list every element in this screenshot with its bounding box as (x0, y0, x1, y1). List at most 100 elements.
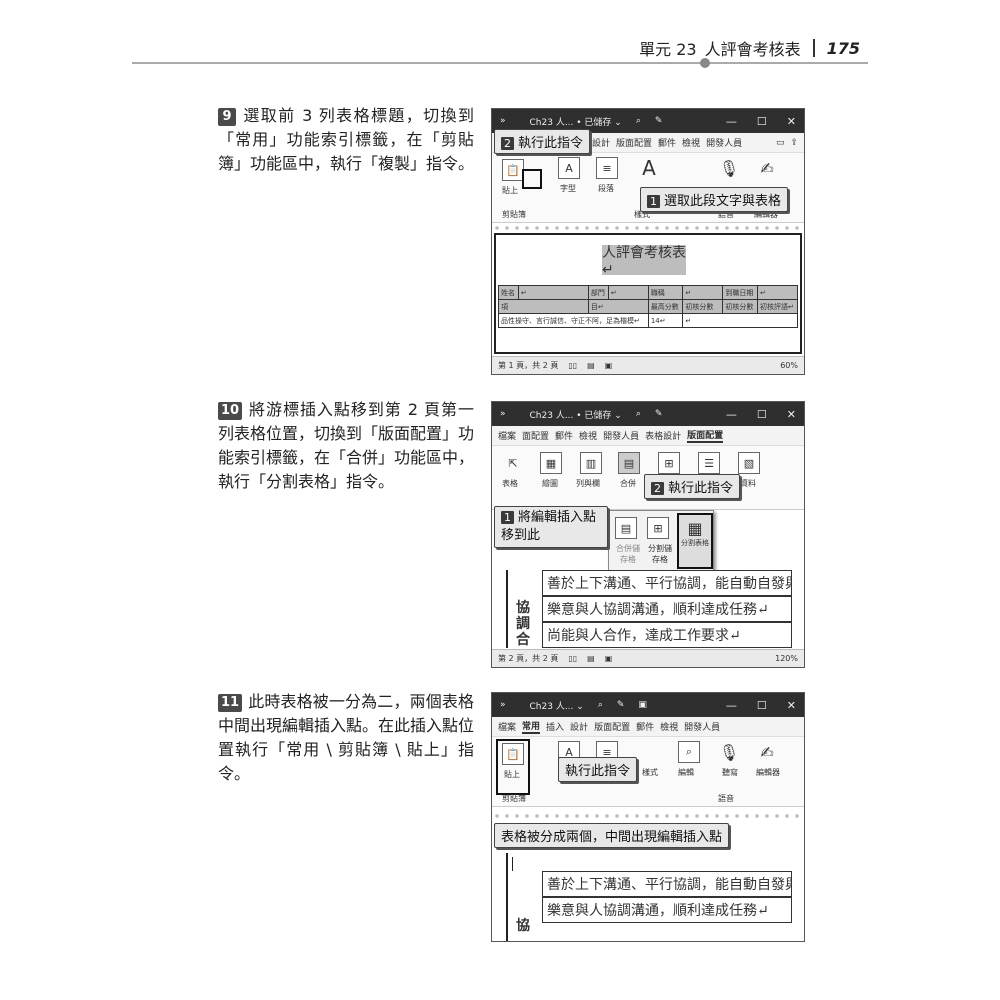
search-icon[interactable]: ⌕ (635, 116, 641, 126)
ribbon-tabs: 檔案 常用 插入 設計 版面配置 郵件 檢視 開發人員 (492, 717, 804, 737)
quick-access-chevron-icon[interactable]: » (500, 700, 506, 710)
step-text: 將游標插入點移到第 2 頁第一列表格位置，切換到「版面配置」功能索引標籤，在「合… (218, 400, 475, 491)
tab-design[interactable]: 設計 (570, 723, 589, 733)
tab-view[interactable]: 檢視 (682, 139, 701, 149)
tab-table-layout[interactable]: 版面配置 (687, 428, 724, 443)
rows-cols-icon[interactable]: ▥ (580, 452, 602, 474)
minimize-icon[interactable]: — (725, 407, 737, 421)
insertion-point (512, 857, 522, 871)
copy-button-highlight[interactable] (522, 169, 542, 189)
tab-mailings[interactable]: 郵件 (555, 432, 574, 442)
tab-insert[interactable]: 插入 (546, 723, 565, 733)
read-mode-icon[interactable]: ▯▯ (568, 654, 578, 663)
maximize-icon[interactable]: ☐ (756, 698, 767, 712)
data-icon[interactable]: ▧ (738, 452, 760, 474)
quick-access-chevron-icon[interactable]: » (500, 116, 506, 126)
split-table-button[interactable]: ▦ 分割表格 (677, 513, 713, 569)
doc-title: 人評會考核表↵ (602, 245, 686, 278)
cell-size-icon[interactable]: ⊞ (658, 452, 680, 474)
paste-icon[interactable]: 📋 (502, 743, 524, 765)
split-cells-label: 分割儲存格 (648, 544, 672, 564)
alignment-icon[interactable]: ☰ (698, 452, 720, 474)
paragraph-icon[interactable]: ≡ (596, 157, 618, 179)
paste-icon[interactable]: 📋 (502, 159, 524, 181)
paste-button-highlight[interactable] (496, 739, 530, 795)
merge-icon[interactable]: ▤ (618, 452, 640, 474)
table-cell: 到職日期 (722, 285, 758, 300)
font-icon[interactable]: A (558, 157, 580, 179)
print-layout-icon[interactable]: ▤ (587, 361, 595, 370)
editor-icon[interactable]: ✍ (760, 742, 774, 762)
merge-label: 合併 (620, 479, 636, 488)
web-layout-icon[interactable]: ▣ (604, 654, 613, 663)
split-cells-icon[interactable]: ⊞ (647, 517, 669, 539)
table-row-1: 善於上下溝通、平行協調，能自動自發與 (542, 871, 792, 897)
callout-number: 1 (647, 195, 660, 208)
pen-icon[interactable]: ✎ (616, 700, 625, 710)
pen-icon[interactable]: ✎ (654, 409, 663, 419)
ribbon-display-icon[interactable]: ▣ (638, 700, 647, 710)
tab-view[interactable]: 檢視 (579, 432, 598, 442)
tab-layout[interactable]: 版面配置 (594, 723, 631, 733)
tab-developer[interactable]: 開發人員 (684, 723, 721, 733)
editor-icon[interactable]: ✍ (760, 158, 774, 178)
search-icon[interactable]: ⌕ (635, 409, 641, 419)
find-icon[interactable]: ⌕ (678, 741, 700, 763)
table-cell: 品性操守、言行誠信、守正不阿，足為楷模↵ (498, 313, 649, 328)
unit-title: 人評會考核表 (704, 40, 801, 59)
zoom-level[interactable]: 120% (775, 654, 798, 663)
tab-design[interactable]: 設計 (592, 139, 611, 149)
table-row-3: 尚能與人合作，達成工作要求↵ (542, 622, 792, 648)
tab-developer[interactable]: 開發人員 (603, 432, 640, 442)
maximize-icon[interactable]: ☐ (756, 114, 767, 128)
clipboard-group-label: 剪貼簿 (502, 794, 526, 803)
tab-view[interactable]: 檢視 (660, 723, 679, 733)
table-row: 姓名 ↵ 部門 ↵ 職稱 ↵ 到職日期 ↵ (498, 285, 798, 300)
table-row: 項 目↵ 最高分數 初核分數 初核分數 初核評語↵ (498, 299, 798, 314)
tab-file[interactable]: 檔案 (498, 723, 517, 733)
paste-label: 貼上 (504, 770, 520, 779)
tab-layout[interactable]: 版面配置 (616, 139, 653, 149)
close-icon[interactable]: ✕ (786, 407, 796, 421)
table-cell: 最高分數 (647, 299, 684, 314)
microphone-icon[interactable]: 🎙 (718, 158, 740, 178)
tab-table-design[interactable]: 表格設計 (645, 432, 682, 442)
comment-icon[interactable]: ▭ (775, 137, 785, 148)
minimize-icon[interactable]: — (725, 114, 737, 128)
search-icon[interactable]: ⌕ (597, 700, 603, 710)
select-icon[interactable]: ⇱ (508, 456, 518, 470)
unit-label: 單元 23 (639, 40, 697, 59)
microphone-icon[interactable]: 🎙 (718, 742, 740, 762)
zoom-level[interactable]: 60% (780, 361, 798, 370)
web-layout-icon[interactable]: ▣ (604, 361, 613, 370)
status-bar: 第 1 頁，共 2 頁 ▯▯ ▤ ▣ 60% (492, 356, 804, 374)
maximize-icon[interactable]: ☐ (756, 407, 767, 421)
document-area[interactable]: 人評會考核表↵ 姓名 ↵ 部門 ↵ 職稱 ↵ 到職日期 ↵ 項 目↵ 最高分數 … (492, 223, 804, 356)
header-dot (700, 58, 710, 68)
quick-access-chevron-icon[interactable]: » (500, 409, 506, 419)
callout-text: 執行此指令 (518, 136, 584, 151)
close-icon[interactable]: ✕ (786, 114, 796, 128)
tab-mailings[interactable]: 郵件 (658, 139, 677, 149)
draw-table-icon[interactable]: ▦ (540, 452, 562, 474)
pen-icon[interactable]: ✎ (654, 116, 663, 126)
tab-mailings[interactable]: 郵件 (636, 723, 655, 733)
tab-home[interactable]: 常用 (522, 719, 541, 734)
print-layout-icon[interactable]: ▤ (587, 654, 595, 663)
dictate-label: 聽寫 (722, 768, 738, 777)
merge-cells-icon[interactable]: ▤ (615, 517, 637, 539)
step-text: 此時表格被一分為二，兩個表格中間出現編輯插入點。在此插入點位置執行「常用 \ 剪… (218, 692, 475, 783)
tab-developer[interactable]: 開發人員 (706, 139, 743, 149)
ribbon: ⇱ 表格 ▦ 繪圖 ▥ 列與欄 ▤ 合併 ⊞ ☰ ▧ 資料 (492, 446, 804, 510)
close-icon[interactable]: ✕ (786, 698, 796, 712)
split-table-label: 分割表格 (681, 539, 709, 547)
share-icon[interactable]: ⇪ (790, 137, 798, 148)
tab-layout[interactable]: 面配置 (522, 432, 550, 442)
minimize-icon[interactable]: — (725, 698, 737, 712)
styles-icon[interactable]: A (642, 156, 656, 180)
table-cell: 姓名 (498, 285, 519, 300)
read-mode-icon[interactable]: ▯▯ (568, 361, 578, 370)
tab-file[interactable]: 檔案 (498, 432, 517, 442)
